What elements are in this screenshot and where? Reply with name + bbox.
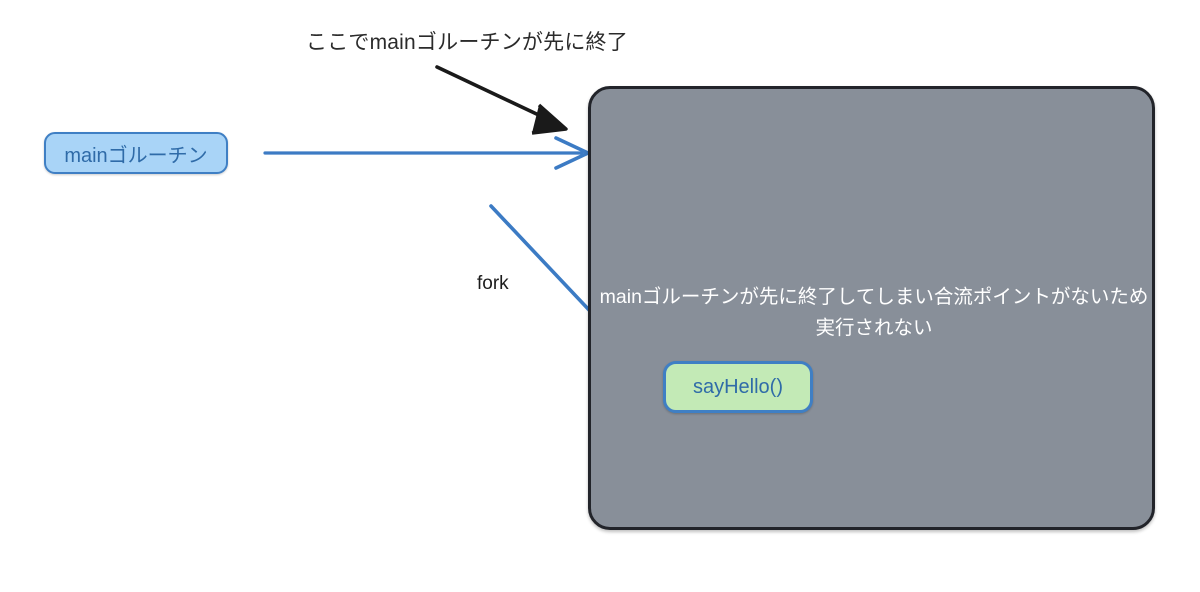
main-goroutine-label: mainゴルーチン — [64, 144, 208, 167]
container-note-text: mainゴルーチンが先に終了してしまい合流ポイントがないため実行されない — [599, 286, 1149, 339]
annotation-label: ここでmainゴルーチンが先に終了 — [306, 31, 628, 54]
sayhello-label: sayHello() — [692, 375, 784, 398]
fork-label: fork — [477, 273, 509, 294]
goroutine-scope-container: mainゴルーチンが先に終了してしまい合流ポイントがないため実行されない say… — [588, 86, 1155, 530]
main-goroutine-box[interactable]: mainゴルーチン — [44, 132, 228, 174]
sayhello-box[interactable]: sayHello() — [663, 361, 813, 413]
annotation-arrow — [435, 65, 568, 135]
main-flow-arrow — [263, 136, 590, 170]
